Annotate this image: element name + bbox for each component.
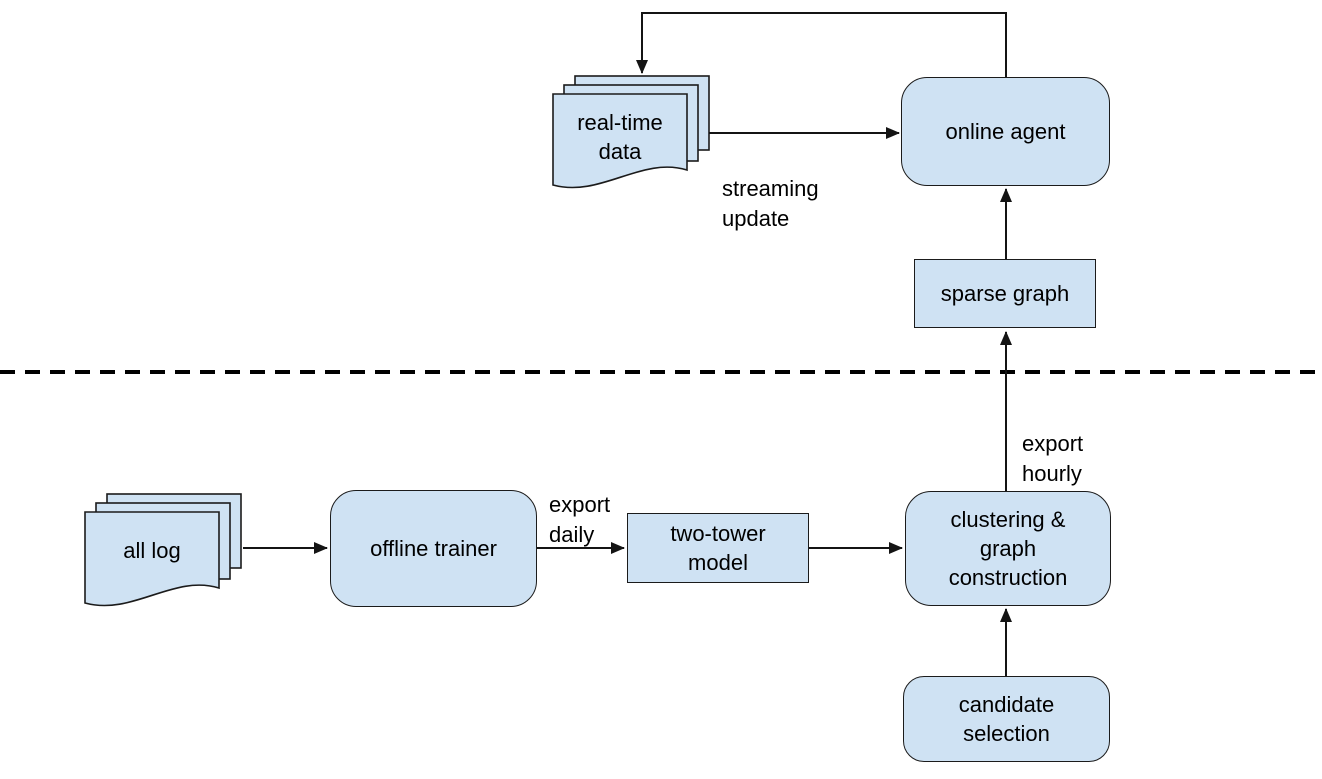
node-two-tower-model: two-tower model xyxy=(627,513,809,583)
candidate-selection-label: candidate selection xyxy=(958,692,1055,746)
export-daily-label: export daily xyxy=(549,492,611,547)
node-sparse-graph: sparse graph xyxy=(914,259,1096,328)
export-hourly-label: export hourly xyxy=(1022,431,1084,486)
two-tower-model-label: two-tower model xyxy=(670,521,766,575)
node-clustering-graph-construction: clustering & graph construction xyxy=(905,491,1111,606)
node-online-agent: online agent xyxy=(901,77,1110,186)
real-time-data-label: real-time data xyxy=(577,110,663,164)
clustering-label: clustering & graph construction xyxy=(948,507,1068,590)
all-log-label: all log xyxy=(123,537,181,563)
streaming-update-label: streaming update xyxy=(722,176,819,231)
node-offline-trainer: offline trainer xyxy=(330,490,537,607)
sparse-graph-label: sparse graph xyxy=(940,281,1070,306)
all-log-document-stack-icon xyxy=(84,493,242,607)
node-candidate-selection: candidate selection xyxy=(903,676,1110,762)
online-agent-label: online agent xyxy=(945,119,1066,144)
offline-trainer-label: offline trainer xyxy=(370,536,497,561)
arrow-online-agent-feedback-to-real-time-data xyxy=(636,12,1007,78)
real-time-data-document-stack-icon xyxy=(552,75,710,189)
